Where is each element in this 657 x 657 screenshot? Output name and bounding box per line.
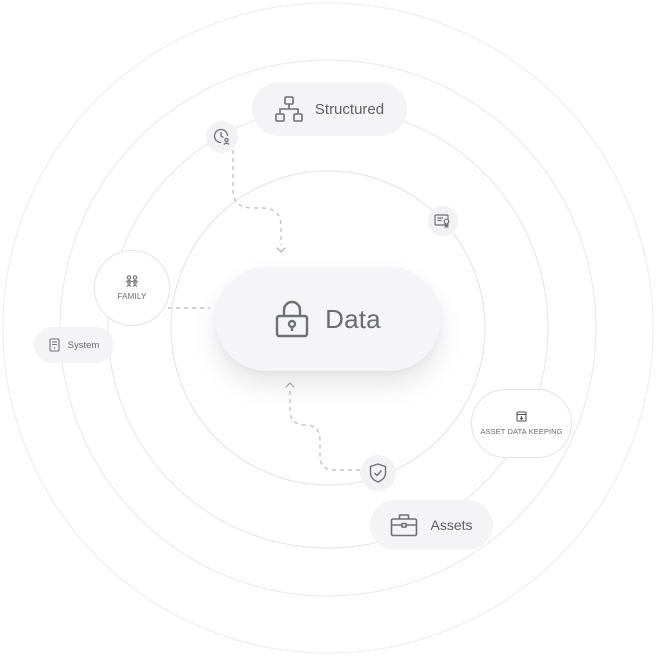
server-icon [49,338,60,352]
briefcase-icon [390,513,418,537]
arrow-head-down [276,247,286,253]
system-label: System [67,339,100,351]
assets-node[interactable]: Assets [370,500,493,550]
people-icon [125,275,139,287]
clock-user-badge [206,121,238,153]
family-label: FAMILY [117,292,147,301]
assets-label: Assets [430,517,473,533]
system-node[interactable]: System [34,327,114,363]
family-node[interactable]: FAMILY [94,250,170,326]
structured-node[interactable]: Structured [252,82,407,136]
asset-data-keeping-node[interactable]: ASSET DATA KEEPING [471,389,572,458]
shield-check-icon [369,463,387,483]
dashed-connector-top [232,150,282,245]
ring-inner [170,170,486,486]
clock-user-icon [213,128,231,146]
certificate-badge [428,206,458,236]
shield-badge [360,455,396,491]
arrow-head-up [285,382,295,388]
dashed-connector-bottom [289,388,360,471]
network-icon [275,96,303,122]
data-label: Data [325,303,381,334]
certificate-icon [434,213,452,229]
data-center-node[interactable]: Data [215,267,441,371]
lock-icon [275,300,309,338]
asset-data-keeping-label: ASSET DATA KEEPING [480,427,563,436]
structured-label: Structured [314,100,385,118]
download-box-icon [516,411,527,422]
